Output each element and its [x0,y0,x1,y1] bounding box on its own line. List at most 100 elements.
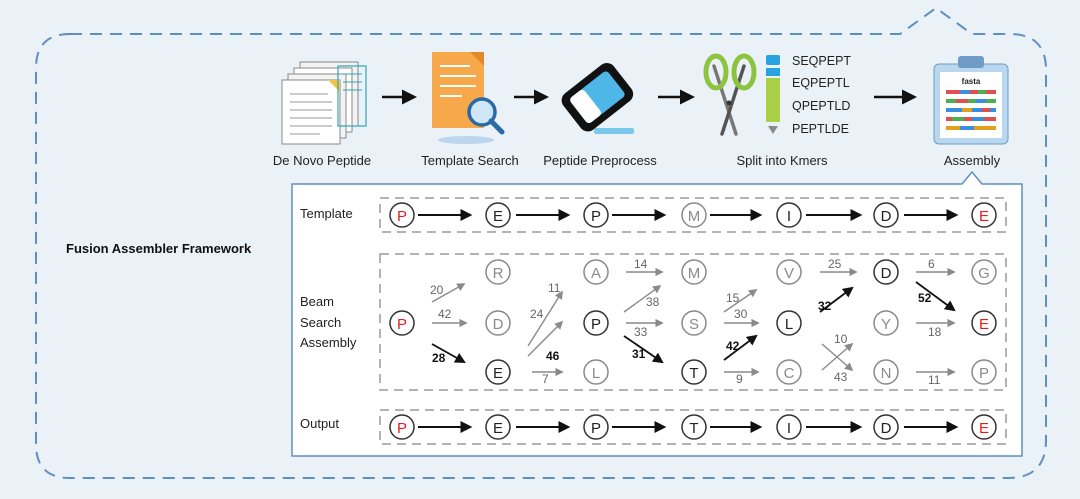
output-node: P [389,414,415,440]
template-node-letter: E [979,208,989,225]
beam-node: R [485,259,511,285]
beam-edge [623,335,664,364]
output-node-letter: P [397,420,407,437]
edge-weight: 9 [736,372,743,386]
output-node: T [681,414,707,440]
beam-node: A [583,259,609,285]
row-label-output: Output [300,416,339,431]
output-node-letter: I [787,420,791,437]
assembler-panel [291,170,1023,457]
template-node: P [389,202,415,228]
edge-weight: 24 [530,307,544,321]
edge-weight: 18 [928,325,942,339]
beam-node: M [681,259,707,285]
beam-node: C [776,359,802,385]
beam-node-letter: G [978,265,990,282]
pipeline-label-preprocess: Peptide Preprocess [543,153,657,168]
template-node-letter: I [787,208,791,225]
edge-weight: 6 [928,257,935,271]
beam-node-letter: C [784,365,795,382]
beam-edge [431,343,466,364]
beam-node-letter: R [493,265,504,282]
template-node: E [971,202,997,228]
output-node-letter: T [689,420,698,437]
kmer-3: QPEPTLD [792,99,850,113]
beam-node: S [681,310,707,336]
output-node-letter: P [591,420,601,437]
template-node: P [583,202,609,228]
beam-node-letter: P [979,365,989,382]
edge-weight: 42 [726,339,740,353]
edge-weight: 52 [918,291,932,305]
template-node-letter: D [881,208,892,225]
beam-node-letter: E [979,316,989,333]
edge-weight: 20 [430,283,444,297]
edge-weight: 14 [634,257,648,271]
output-node-letter: D [881,420,892,437]
beam-node: E [971,310,997,336]
beam-edge [723,289,758,313]
beam-edge [915,281,956,312]
beam-node-letter: Y [881,316,891,333]
beam-edge [527,320,564,357]
template-row: P E P M I D E [389,202,997,228]
beam-row-box [379,253,1007,391]
output-node-letter: E [979,420,989,437]
kmer-marker-green [766,78,780,122]
edge-weight: 32 [818,299,832,313]
pipeline-label-kmers: Split into Kmers [736,153,828,168]
edge-weight: 46 [546,349,560,363]
beam-node: V [776,259,802,285]
pipeline-label-assembly: Assembly [944,153,1001,168]
beam-edge [819,286,854,313]
output-row: P E P T I D E [389,414,997,440]
beam-node: G [971,259,997,285]
kmer-marker-blue [766,55,780,65]
template-node-letter: M [688,208,701,225]
output-node: I [776,414,802,440]
beam-node-letter: A [591,265,601,282]
beam-node-letter: L [785,316,793,333]
beam-node: L [776,310,802,336]
kmer-2: EQPEPTL [792,76,850,90]
pipeline-label-de-novo: De Novo Peptide [273,153,371,168]
beam-node-letter: D [493,316,504,333]
beam-node-letter: V [784,265,794,282]
edge-weight: 28 [432,351,446,365]
edge-weight: 31 [632,347,646,361]
beam-node-letter: T [689,365,698,382]
template-node-letter: P [591,208,601,225]
edge-weight: 11 [928,373,941,387]
row-label-assembly: Assembly [300,335,357,350]
beam-edge [527,290,563,347]
edge-weight: 30 [734,307,748,321]
beam-node: N [873,359,899,385]
clipboard-title: fasta [962,77,981,86]
beam-node: D [873,259,899,285]
template-node: E [485,202,511,228]
edge-weight: 43 [834,370,848,384]
output-node: P [583,414,609,440]
kmer-1: SEQPEPT [792,54,851,68]
beam-edge [623,285,662,313]
row-label-template: Template [300,206,353,221]
template-node-letter: P [397,208,407,225]
beam-node-letter: L [592,365,600,382]
beam-nodes: P R D E A P L M S T V L C D Y N G E P [389,259,997,385]
edge-weight: 38 [646,295,660,309]
pipeline-label-template-search: Template Search [421,153,519,168]
outer-frame [35,6,1047,479]
scissors-icon [703,53,757,136]
edge-weight: 42 [438,307,452,321]
eraser-icon [561,63,634,134]
beam-node: Y [873,310,899,336]
framework-label: Fusion Assembler Framework [66,241,252,256]
edge-weight: 15 [726,291,740,305]
beam-node: L [583,359,609,385]
beam-node-letter: E [493,365,503,382]
beam-node-letter: P [591,316,601,333]
template-node: I [776,202,802,228]
beam-edge [723,334,758,361]
